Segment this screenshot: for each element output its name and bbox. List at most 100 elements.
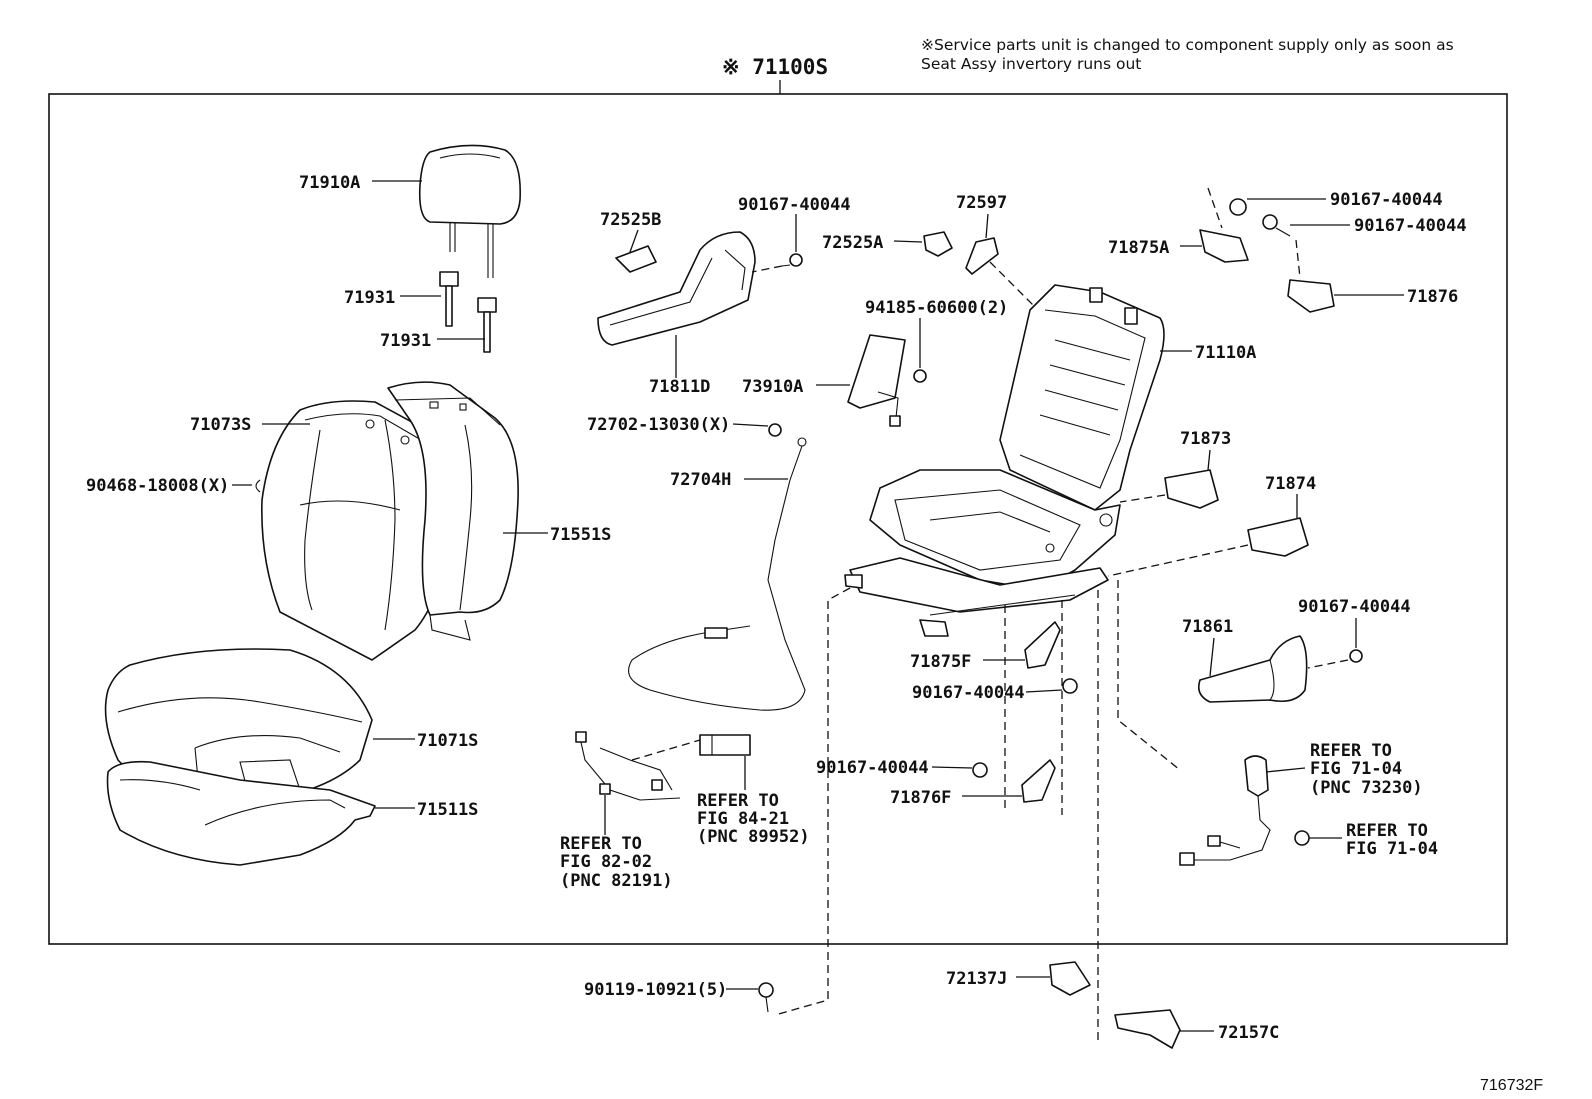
label-90167-f: 90167-40044 — [816, 758, 929, 778]
label-90468-18008: 90468-18008(X) — [86, 476, 229, 496]
leader-72525A — [893, 240, 923, 243]
bracket-71873-part — [1164, 469, 1219, 509]
label-90119-10921: 90119-10921(5) — [584, 980, 727, 1000]
bracket-71875F-part — [1024, 621, 1061, 669]
label-71861: 71861 — [1182, 617, 1233, 637]
nut-buckle-part — [1294, 830, 1310, 846]
dash-71876 — [1295, 239, 1301, 279]
nut-94185-part — [913, 369, 927, 383]
label-90167-d: 90167-40044 — [912, 683, 1025, 703]
label-71931-b: 71931 — [380, 331, 431, 351]
cover-72137J-part — [1049, 961, 1091, 996]
label-71811D: 71811D — [649, 377, 710, 397]
dash-71873 — [1119, 494, 1166, 503]
label-90167-e: 90167-40044 — [1298, 597, 1411, 617]
cover-72597-part — [965, 237, 999, 275]
clip-90468-part — [255, 479, 261, 493]
label-72157C: 72157C — [1218, 1023, 1279, 1043]
label-71875A: 71875A — [1108, 238, 1169, 258]
leader-ref3 — [1265, 767, 1306, 773]
cover-72157C-part — [1114, 1009, 1181, 1049]
label-71875F: 71875F — [910, 652, 971, 672]
ref2-line3: (PNC 89952) — [697, 827, 810, 847]
wire-harness-82191-part — [575, 731, 701, 801]
bolt-90119-part — [758, 982, 774, 1013]
dash-71875A — [1207, 187, 1223, 229]
bracket-71876F-part — [1021, 759, 1056, 803]
dash-guide-buckle — [1117, 580, 1181, 771]
cable-72704H-part — [628, 437, 807, 711]
assembly-label: ※ 71100S — [722, 55, 828, 79]
bolt-90167-f-part — [972, 762, 988, 778]
label-73910A: 73910A — [742, 377, 803, 397]
bracket-71875A-part — [1199, 229, 1249, 263]
leader-72702 — [732, 423, 769, 427]
label-72137J: 72137J — [946, 969, 1007, 989]
dash-90167-e — [1307, 659, 1349, 669]
knob-71861-part — [1197, 635, 1308, 703]
bolt-90167-d-part — [1062, 678, 1078, 694]
label-90167-a: 90167-40044 — [738, 195, 851, 215]
bolt-72702-part — [768, 423, 782, 437]
cover-72525A-part — [923, 231, 953, 257]
label-72702-13030: 72702-13030(X) — [587, 415, 730, 435]
label-71873: 71873 — [1180, 429, 1231, 449]
label-72525B: 72525B — [600, 210, 661, 230]
seatback-cover-part — [261, 400, 456, 661]
bolt-90167-a-part — [781, 253, 803, 267]
label-71551S: 71551S — [550, 525, 611, 545]
label-72525A: 72525A — [822, 233, 883, 253]
label-72704H: 72704H — [670, 470, 731, 490]
ref1-line2: FIG 82-02 — [560, 852, 652, 872]
label-90167-c: 90167-40044 — [1354, 216, 1467, 236]
label-71071S: 71071S — [417, 731, 478, 751]
leader-71861 — [1209, 637, 1215, 677]
label-71931-a: 71931 — [344, 288, 395, 308]
bolt-90167-c-part — [1262, 214, 1291, 237]
assembly-frame — [48, 93, 1508, 945]
label-71110A: 71110A — [1195, 343, 1256, 363]
ref3-line3: (PNC 73230) — [1310, 778, 1423, 798]
label-72597: 72597 — [956, 193, 1007, 213]
airbag-73910A-part — [847, 334, 906, 427]
headrest-support-part — [439, 271, 497, 353]
ref4-line2: FIG 71-04 — [1346, 839, 1438, 859]
label-71876F: 71876F — [890, 788, 951, 808]
ref2-line1: REFER TO — [697, 791, 779, 811]
headrest-part — [418, 144, 522, 278]
connector-89952-part — [699, 734, 751, 756]
leader-72597 — [985, 213, 989, 239]
bracket-71876-part — [1287, 279, 1335, 313]
label-71073S: 71073S — [190, 415, 251, 435]
cushion-cover-part — [104, 648, 373, 803]
ref3-line1: REFER TO — [1310, 741, 1392, 761]
bolt-90167-e-part — [1349, 649, 1363, 663]
figure-code: 716732F — [1480, 1077, 1543, 1094]
leader-72525B — [629, 229, 639, 253]
label-90167-b: 90167-40044 — [1330, 190, 1443, 210]
label-71910A: 71910A — [299, 173, 360, 193]
leader-90167-f — [931, 766, 973, 769]
bracket-71874-part — [1247, 517, 1309, 557]
dash-guide-left — [774, 587, 851, 1016]
service-note-line2: Seat Assy invertory runs out — [921, 55, 1141, 73]
dash-72597 — [989, 261, 1041, 313]
label-71876: 71876 — [1407, 287, 1458, 307]
leader-90167-d — [1025, 689, 1063, 693]
ref1-line1: REFER TO — [560, 834, 642, 854]
cover-72525B-part — [615, 245, 657, 273]
dash-71874 — [1107, 544, 1249, 577]
seat-frame-71110A-part — [844, 284, 1165, 637]
bolt-90167-b-part — [1229, 198, 1247, 216]
label-71511S: 71511S — [417, 800, 478, 820]
ref4-line1: REFER TO — [1346, 821, 1428, 841]
dash-90167-a — [751, 265, 783, 273]
service-note-line1: ※Service parts unit is changed to compon… — [921, 36, 1454, 54]
ref1-line3: (PNC 82191) — [560, 871, 673, 891]
label-71874: 71874 — [1265, 474, 1316, 494]
seat-belt-buckle-part — [1179, 755, 1271, 866]
leader-71873 — [1207, 449, 1211, 471]
ref3-line2: FIG 71-04 — [1310, 759, 1402, 779]
seatback-pad-part — [387, 381, 519, 641]
